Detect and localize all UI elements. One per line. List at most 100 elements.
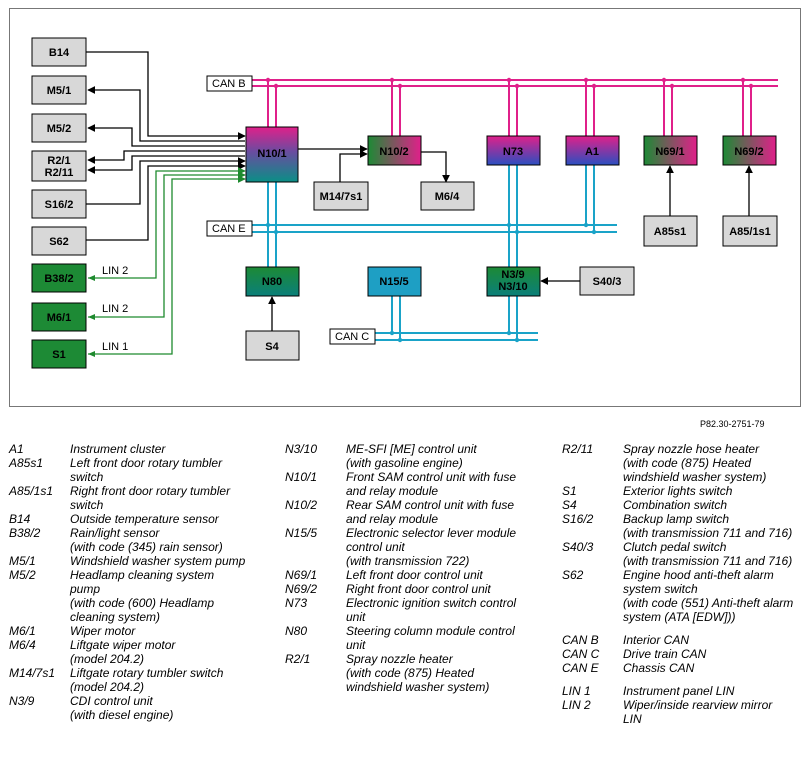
can-e-label: CAN E: [206, 220, 253, 237]
legend-description: Spray nozzle heater (with code (875) Hea…: [346, 652, 490, 694]
node-A85-1s1: A85/1s1: [722, 215, 778, 247]
can-b-bus: [252, 79, 778, 136]
can-b-label: CAN B: [206, 75, 253, 92]
legend-description: Engine hood anti-theft alarm system swit…: [623, 568, 794, 624]
svg-text:N69/2: N69/2: [734, 146, 763, 158]
legend-code: S40/3: [562, 540, 594, 554]
legend-description: Front SAM control unit with fuse and rel…: [346, 470, 517, 498]
legend-item: CAN E Chassis CAN: [562, 661, 807, 675]
legend-code: S16/2: [562, 512, 594, 526]
legend-description: Outside temperature sensor: [70, 512, 219, 526]
legend-description: Instrument panel LIN: [623, 684, 735, 698]
legend-description: Left front door rotary tumbler switch: [70, 456, 223, 484]
node-S1: S1: [31, 339, 87, 369]
legend-description: Left front door control unit: [346, 568, 483, 582]
node-M6-4: M6/4: [420, 181, 475, 211]
legend-item: N69/1 Left front door control unit: [285, 568, 560, 582]
node-M6-1: M6/1: [31, 302, 87, 332]
svg-text:M6/4: M6/4: [435, 191, 460, 203]
svg-text:CAN E: CAN E: [212, 223, 246, 235]
node-S16-2: S16/2: [31, 189, 87, 219]
lin-wires: [88, 167, 246, 355]
svg-text:N73: N73: [503, 146, 523, 158]
svg-text:S16/2: S16/2: [45, 199, 74, 211]
legend-description: Exterior lights switch: [623, 484, 733, 498]
legend-description: Electronic selector lever module control…: [346, 526, 517, 568]
legend-description: Liftgate wiper motor (model 204.2): [70, 638, 176, 666]
legend-column-2: N3/10 ME-SFI [ME] control unit (with gaso…: [285, 442, 560, 694]
legend-description: ME-SFI [ME] control unit (with gasoline …: [346, 442, 477, 470]
other-wires: [268, 145, 753, 331]
legend-code: R2/11: [562, 442, 594, 456]
legend-item: N73 Electronic ignition switch control un…: [285, 596, 560, 624]
legend-item: R2/11 Spray nozzle hose heater (with code…: [562, 442, 807, 484]
node-A85s1: A85s1: [643, 215, 698, 247]
legend-code: A85/1s1: [9, 484, 54, 498]
legend-code: N3/10: [285, 442, 318, 456]
legend-code: LIN 2: [562, 698, 591, 712]
legend-code: N15/5: [285, 526, 318, 540]
legend-item: N3/10 ME-SFI [ME] control unit (with gaso…: [285, 442, 560, 470]
legend-description: Spray nozzle hose heater (with code (875…: [623, 442, 767, 484]
svg-text:B14: B14: [49, 47, 70, 59]
legend-code: N10/2: [285, 498, 318, 512]
legend-item: A85/1s1 Right front door rotary tumbler s…: [9, 484, 279, 512]
node-N15-5: N15/5: [367, 266, 422, 297]
legend-code: R2/1: [285, 652, 311, 666]
node-N10-1: N10/1: [245, 126, 299, 183]
svg-text:S62: S62: [49, 236, 69, 248]
legend-description: Right front door control unit: [346, 582, 491, 596]
legend-code: N69/1: [285, 568, 318, 582]
legend-description: Right front door rotary tumbler switch: [70, 484, 231, 512]
svg-text:N69/1: N69/1: [655, 146, 684, 158]
legend-item: N10/1 Front SAM control unit with fuse an…: [285, 470, 560, 498]
node-B38-2: B38/2: [31, 263, 87, 293]
legend-description: Electronic ignition switch control unit: [346, 596, 517, 624]
lin1-label: LIN 1: [102, 341, 128, 353]
legend-description: Wiper/inside rearview mirror LIN: [623, 698, 773, 726]
legend-item: S1 Exterior lights switch: [562, 484, 807, 498]
svg-text:S1: S1: [52, 349, 65, 361]
legend-description: Drive train CAN: [623, 647, 707, 661]
figure-reference: P82.30-2751-79: [700, 419, 765, 429]
svg-text:M6/1: M6/1: [47, 312, 71, 324]
lin2-label-b: LIN 2: [102, 303, 128, 315]
svg-text:M14/7s1: M14/7s1: [320, 191, 363, 203]
node-N80: N80: [245, 266, 300, 297]
node-M14-7s1: M14/7s1: [313, 181, 369, 211]
legend-description: Chassis CAN: [623, 661, 695, 675]
svg-text:A1: A1: [585, 146, 599, 158]
node-N3-9-N3-10: N3/9 N3/10: [486, 266, 541, 297]
legend-code: S1: [562, 484, 577, 498]
node-N69-1: N69/1: [643, 135, 698, 166]
svg-text:N10/1: N10/1: [257, 148, 286, 160]
legend-code: N10/1: [285, 470, 318, 484]
legend-item: R2/1 Spray nozzle heater (with code (875)…: [285, 652, 560, 694]
legend-code: CAN E: [562, 661, 599, 675]
node-S40-3: S40/3: [579, 266, 635, 296]
svg-text:S4: S4: [265, 341, 279, 353]
legend-description: Headlamp cleaning system pump (with code…: [70, 568, 215, 624]
legend-description: Clutch pedal switch (with transmission 7…: [623, 540, 793, 568]
legend-description: Rain/light sensor (with code (345) rain …: [70, 526, 223, 554]
legend-code: S4: [562, 498, 577, 512]
legend-code: N73: [285, 596, 308, 610]
svg-text:N10/2: N10/2: [379, 146, 408, 158]
can-c-junctions: [389, 330, 520, 343]
node-M5-1: M5/1: [31, 75, 87, 105]
